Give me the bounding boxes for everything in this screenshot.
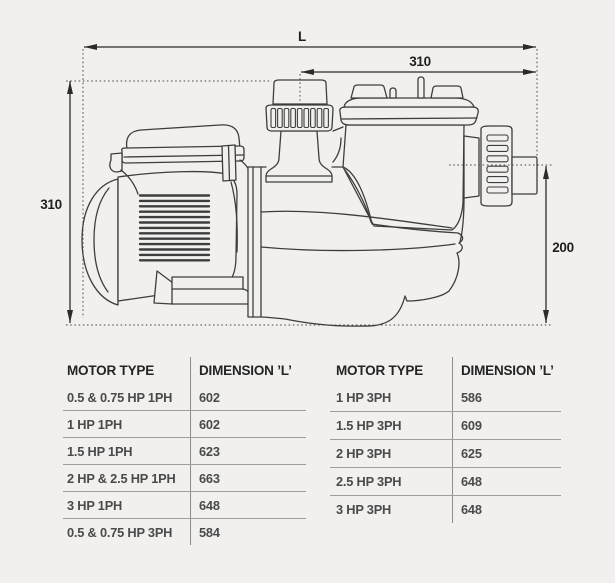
reference-lines xyxy=(66,49,552,326)
motor-cooling-fins xyxy=(138,194,211,262)
dimension-top-width-label: 310 xyxy=(409,54,431,69)
arrow-right-icon xyxy=(523,69,536,75)
volute-outline xyxy=(260,166,464,327)
table-row: 1 HP 1PH 602 xyxy=(63,410,306,437)
motor-table-3ph: MOTOR TYPE DIMENSION ’L’ 1 HP 3PH 586 1.… xyxy=(330,357,561,523)
table-row: 2.5 HP 3PH 648 xyxy=(330,467,561,495)
pot-lid-pin-small xyxy=(389,87,397,99)
pot-lid-pin-tall xyxy=(417,76,425,99)
motor-top-cover xyxy=(125,124,241,150)
motor-type-cell: 1 HP 1PH xyxy=(67,416,123,432)
pump-motor xyxy=(81,124,253,306)
pot-lid-tab-left xyxy=(350,84,388,99)
motor-cover-rim xyxy=(121,145,245,164)
motor-type-cell: 1 HP 3PH xyxy=(336,390,392,405)
motor-type-cell: 2 HP & 2.5 HP 1PH xyxy=(67,470,176,486)
motor-type-cell: 1.5 HP 1PH xyxy=(67,443,133,459)
dimension-header: DIMENSION ’L’ xyxy=(452,357,561,384)
dimension-header: DIMENSION ’L’ xyxy=(190,357,306,384)
table-row: 1.5 HP 3PH 609 xyxy=(330,411,561,439)
inlet-nut-ribs xyxy=(270,107,329,129)
dimension-top-width: 310 xyxy=(301,54,536,75)
dimension-cell: 584 xyxy=(190,519,306,545)
motor-type-header: MOTOR TYPE xyxy=(336,363,424,378)
outlet-collar xyxy=(463,135,480,199)
dimension-cell: 648 xyxy=(190,492,306,518)
table-row: 1 HP 3PH 586 xyxy=(330,384,561,411)
dimension-cell: 663 xyxy=(190,465,306,491)
table-header-row: MOTOR TYPE DIMENSION ’L’ xyxy=(330,357,561,384)
motor-foot-rail xyxy=(171,276,252,305)
dimension-right-height-label: 200 xyxy=(552,240,574,255)
dimension-cell: 648 xyxy=(452,468,561,495)
outlet-union xyxy=(463,125,538,207)
arrow-down-icon xyxy=(67,310,73,323)
arrow-right-icon xyxy=(523,44,536,50)
pump-technical-drawing: L 310 310 200 xyxy=(40,29,574,327)
dimension-left-height-label: 310 xyxy=(40,197,62,212)
pump-seal-plate xyxy=(247,166,262,318)
pot-lid-dome xyxy=(343,97,475,108)
motor-type-cell: 3 HP 1PH xyxy=(67,497,123,513)
volute-ridge-lower xyxy=(260,243,456,252)
inlet-neck xyxy=(265,130,333,183)
outlet-nut-ribs xyxy=(486,134,509,194)
dimension-length-label: L xyxy=(298,29,306,44)
dimension-cell: 648 xyxy=(452,496,561,523)
table-row: 0.5 & 0.75 HP 3PH 584 xyxy=(63,518,306,545)
motor-type-cell: 1.5 HP 3PH xyxy=(336,418,402,433)
motor-table-1ph: MOTOR TYPE DIMENSION ’L’ 0.5 & 0.75 HP 1… xyxy=(63,357,306,545)
motor-end-bell xyxy=(81,178,119,306)
motor-type-header: MOTOR TYPE xyxy=(67,363,155,378)
table-row: 0.5 & 0.75 HP 1PH 602 xyxy=(63,384,306,410)
motor-type-cell: 0.5 & 0.75 HP 1PH xyxy=(67,389,173,405)
table-row: 1.5 HP 1PH 623 xyxy=(63,437,306,464)
table-row: 2 HP 3PH 625 xyxy=(330,439,561,467)
arrow-up-icon xyxy=(543,166,549,179)
table-row: 3 HP 3PH 648 xyxy=(330,495,561,523)
pot-right-side xyxy=(459,197,465,243)
motor-end-bell-inner-line xyxy=(93,187,110,293)
dimension-length: L xyxy=(84,29,536,50)
dimension-cell: 602 xyxy=(190,384,306,410)
outlet-pipe-stub xyxy=(511,156,538,195)
volute-ridge-upper xyxy=(260,210,453,229)
motor-body-contour xyxy=(230,181,238,253)
dimension-cell: 602 xyxy=(190,411,306,437)
dimension-cell: 609 xyxy=(452,412,561,439)
arrow-left-icon xyxy=(84,44,97,50)
table-row: 3 HP 1PH 648 xyxy=(63,491,306,518)
table-header-row: MOTOR TYPE DIMENSION ’L’ xyxy=(63,357,306,384)
dimension-right-height: 200 xyxy=(543,166,574,323)
motor-type-cell: 0.5 & 0.75 HP 3PH xyxy=(67,524,173,540)
strainer-pot xyxy=(332,76,479,243)
arrow-up-icon xyxy=(67,81,73,94)
motor-cover-ear xyxy=(109,152,123,173)
arrow-left-icon xyxy=(301,69,314,75)
seal-plate xyxy=(247,166,262,318)
motor-cover-strap-line xyxy=(227,144,231,182)
dimension-cell: 586 xyxy=(452,384,561,411)
motor-type-cell: 2.5 HP 3PH xyxy=(336,474,402,489)
motor-type-cell: 3 HP 3PH xyxy=(336,502,392,517)
dimension-cell: 625 xyxy=(452,440,561,467)
dimension-cell: 623 xyxy=(190,438,306,464)
pot-body xyxy=(342,124,465,231)
dimension-left-height: 310 xyxy=(40,81,73,323)
pot-lid-tab-right xyxy=(430,85,464,99)
pot-inlet-bracket xyxy=(332,126,344,163)
pot-lid-ring xyxy=(339,106,479,126)
volute-shoulder-line xyxy=(344,169,372,223)
pot-lid-ring-lip xyxy=(341,117,478,120)
table-row: 2 HP & 2.5 HP 1PH 663 xyxy=(63,464,306,491)
motor-type-cell: 2 HP 3PH xyxy=(336,446,392,461)
pump-volute xyxy=(260,166,464,327)
arrow-down-icon xyxy=(543,310,549,323)
